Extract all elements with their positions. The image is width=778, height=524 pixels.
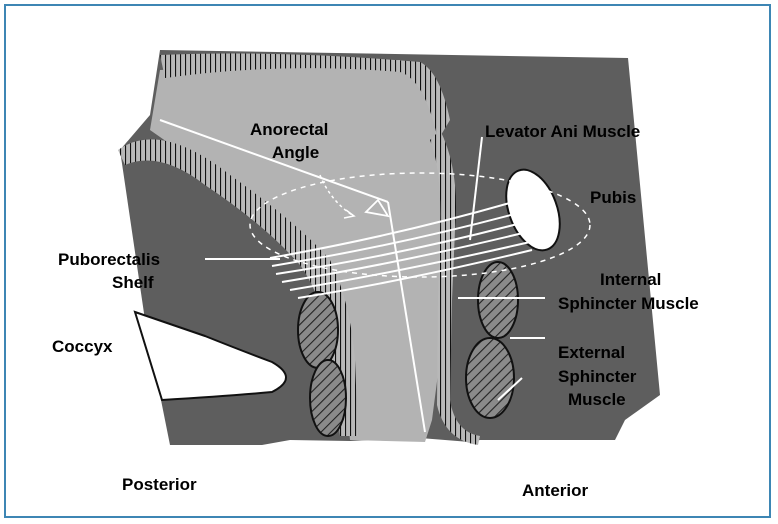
label-external-sphincter-line3: Muscle [568,390,626,409]
label-puborectalis-line2: Shelf [112,273,154,292]
label-coccyx: Coccyx [52,337,113,356]
label-pubis: Pubis [590,188,636,207]
external-sphincter-anterior-lower [466,338,514,418]
label-anterior: Anterior [522,481,589,500]
label-external-sphincter-line1: External [558,343,625,362]
label-anorectal-angle-line1: Anorectal [250,120,328,139]
label-puborectalis-line1: Puborectalis [58,250,160,269]
label-posterior: Posterior [122,475,197,494]
label-internal-sphincter-line2: Sphincter Muscle [558,294,699,313]
label-external-sphincter-line2: Sphincter [558,367,637,386]
external-sphincter-posterior-lower [310,360,346,436]
label-internal-sphincter-line1: Internal [600,270,661,289]
label-levator-ani: Levator Ani Muscle [485,122,640,141]
external-sphincter-posterior-upper [298,292,338,368]
label-anorectal-angle-line2: Angle [272,143,319,162]
